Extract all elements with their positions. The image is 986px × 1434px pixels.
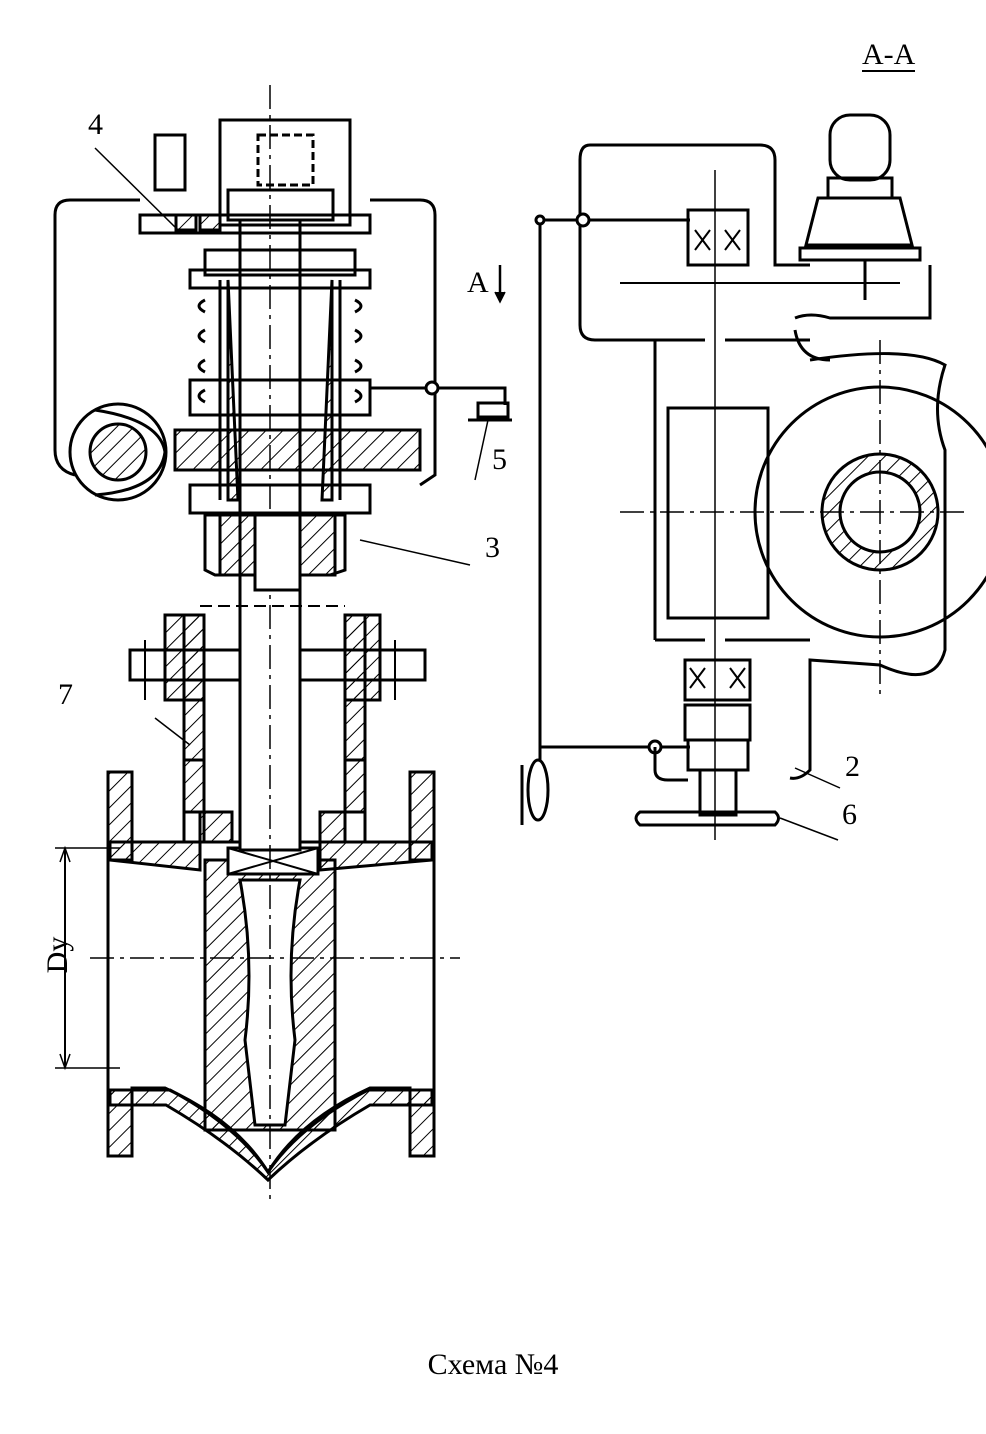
view-arrow-label: А — [467, 266, 489, 299]
leader-lines — [55, 147, 841, 1071]
figure-caption: Схема №4 — [427, 1348, 559, 1381]
nominal-diameter-label: Dy — [41, 936, 74, 974]
section-label: А-А — [862, 38, 916, 72]
actuator-housing-left — [53, 118, 512, 607]
part-label-3: 3 — [485, 531, 500, 564]
part-label-5: 5 — [492, 443, 507, 476]
part-label-7: 7 — [58, 678, 73, 711]
valve-body — [106, 613, 436, 1183]
spring — [197, 298, 363, 404]
part-label-4: 4 — [88, 108, 103, 141]
part-label-6: 6 — [842, 798, 857, 831]
section-aa-view — [520, 113, 986, 840]
part-label-2: 2 — [845, 750, 860, 783]
